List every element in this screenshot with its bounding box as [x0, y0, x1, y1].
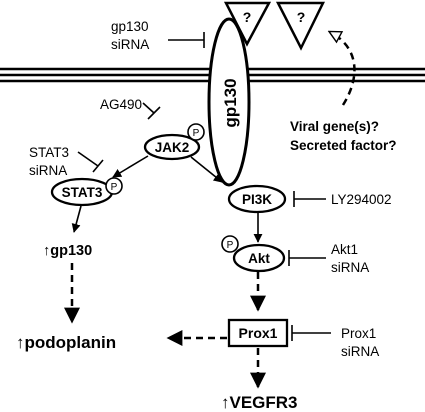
gp130-receptor-label: gp130: [221, 78, 240, 127]
svg-text:Secreted factor?: Secreted factor?: [290, 138, 397, 153]
akt1-sirna-inhibitor: Akt1 siRNA: [288, 242, 369, 275]
svg-text:STAT3: STAT3: [62, 185, 103, 200]
gp130-upregulation-label: ↑gp130: [43, 243, 92, 259]
prox1-node: Prox1: [227, 318, 289, 348]
prox1-sirna-inhibitor: Prox1 siRNA: [291, 325, 379, 359]
svg-text:AG490: AG490: [100, 97, 142, 112]
jak2-to-stat3-arrow: [112, 155, 149, 178]
stat3-phospho: [105, 177, 123, 195]
unknown-ligand-2: ?: [275, 1, 326, 51]
pi3k-node: PI3K: [227, 184, 287, 214]
stat3-to-gp130-arrow: [71, 205, 82, 233]
svg-text:P: P: [227, 240, 234, 251]
ag490-inhibitor: AG490: [100, 97, 161, 120]
stat3-sirna-inhibitor: STAT3 siRNA: [29, 145, 104, 178]
svg-text:STAT3: STAT3: [29, 145, 69, 160]
viral-factor-annotation: Viral gene(s)? Secreted factor?: [290, 32, 397, 153]
svg-text:P: P: [193, 128, 200, 139]
gp130-receptor: gp130: [207, 17, 251, 187]
svg-text:siRNA: siRNA: [341, 344, 379, 359]
gp130-sirna-inhibitor: gp130 siRNA: [111, 19, 205, 52]
svg-text:?: ?: [243, 9, 252, 25]
svg-text:siRNA: siRNA: [29, 163, 67, 178]
akt-phospho: [221, 235, 239, 253]
vegfr3-upregulation-label: ↑VEGFR3: [221, 393, 298, 412]
svg-text:LY294002: LY294002: [331, 192, 392, 207]
svg-text:JAK2: JAK2: [155, 140, 190, 155]
svg-text:PI3K: PI3K: [242, 192, 272, 207]
podoplanin-upregulation-label: ↑podoplanin: [16, 333, 116, 352]
ly294002-inhibitor: LY294002: [293, 191, 392, 207]
svg-text:P: P: [111, 182, 118, 193]
stat3-node: STAT3 P: [50, 177, 123, 207]
svg-text:Akt1: Akt1: [331, 242, 358, 257]
svg-text:Viral gene(s)?: Viral gene(s)?: [290, 119, 379, 134]
jak2-to-pi3k-arrow: [190, 156, 223, 183]
svg-text:gp130: gp130: [111, 19, 149, 34]
svg-text:siRNA: siRNA: [111, 37, 149, 52]
svg-text:Akt: Akt: [248, 251, 270, 266]
jak2-phospho: [187, 123, 205, 141]
svg-text:siRNA: siRNA: [331, 260, 369, 275]
akt-node: Akt P: [221, 235, 286, 273]
svg-text:Prox1: Prox1: [341, 326, 376, 341]
svg-text:Prox1: Prox1: [239, 325, 278, 341]
svg-text:?: ?: [297, 9, 306, 25]
jak2-node: JAK2 P: [143, 123, 205, 161]
